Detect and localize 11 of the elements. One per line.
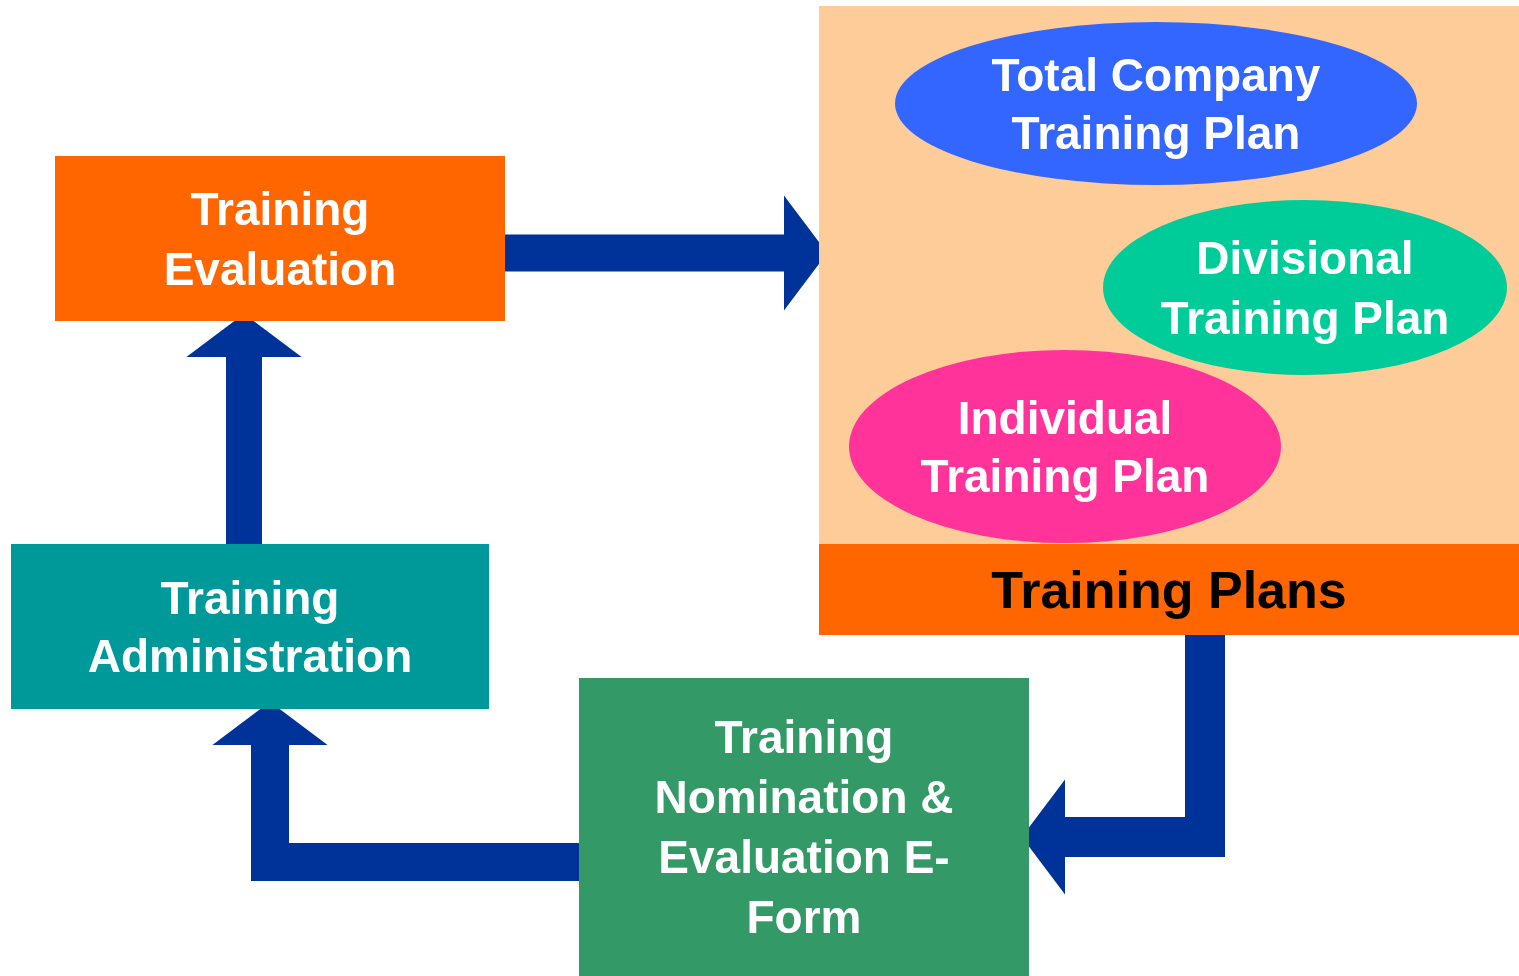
process-box: [55, 156, 505, 321]
node-label: Training Nomination & Evaluation E-Form: [653, 710, 955, 945]
node-label: Training Administration: [86, 570, 414, 684]
panel-title: Training Plans: [991, 559, 1347, 621]
node-label: Divisional Training Plan: [1159, 230, 1451, 346]
process-box: [579, 678, 1029, 976]
node-label: Individual Training Plan: [919, 390, 1211, 504]
node-label: Training Evaluation: [162, 181, 398, 297]
node-label: Total Company Training Plan: [990, 47, 1322, 161]
process-box: [11, 544, 489, 709]
group-panel: [819, 6, 1519, 635]
